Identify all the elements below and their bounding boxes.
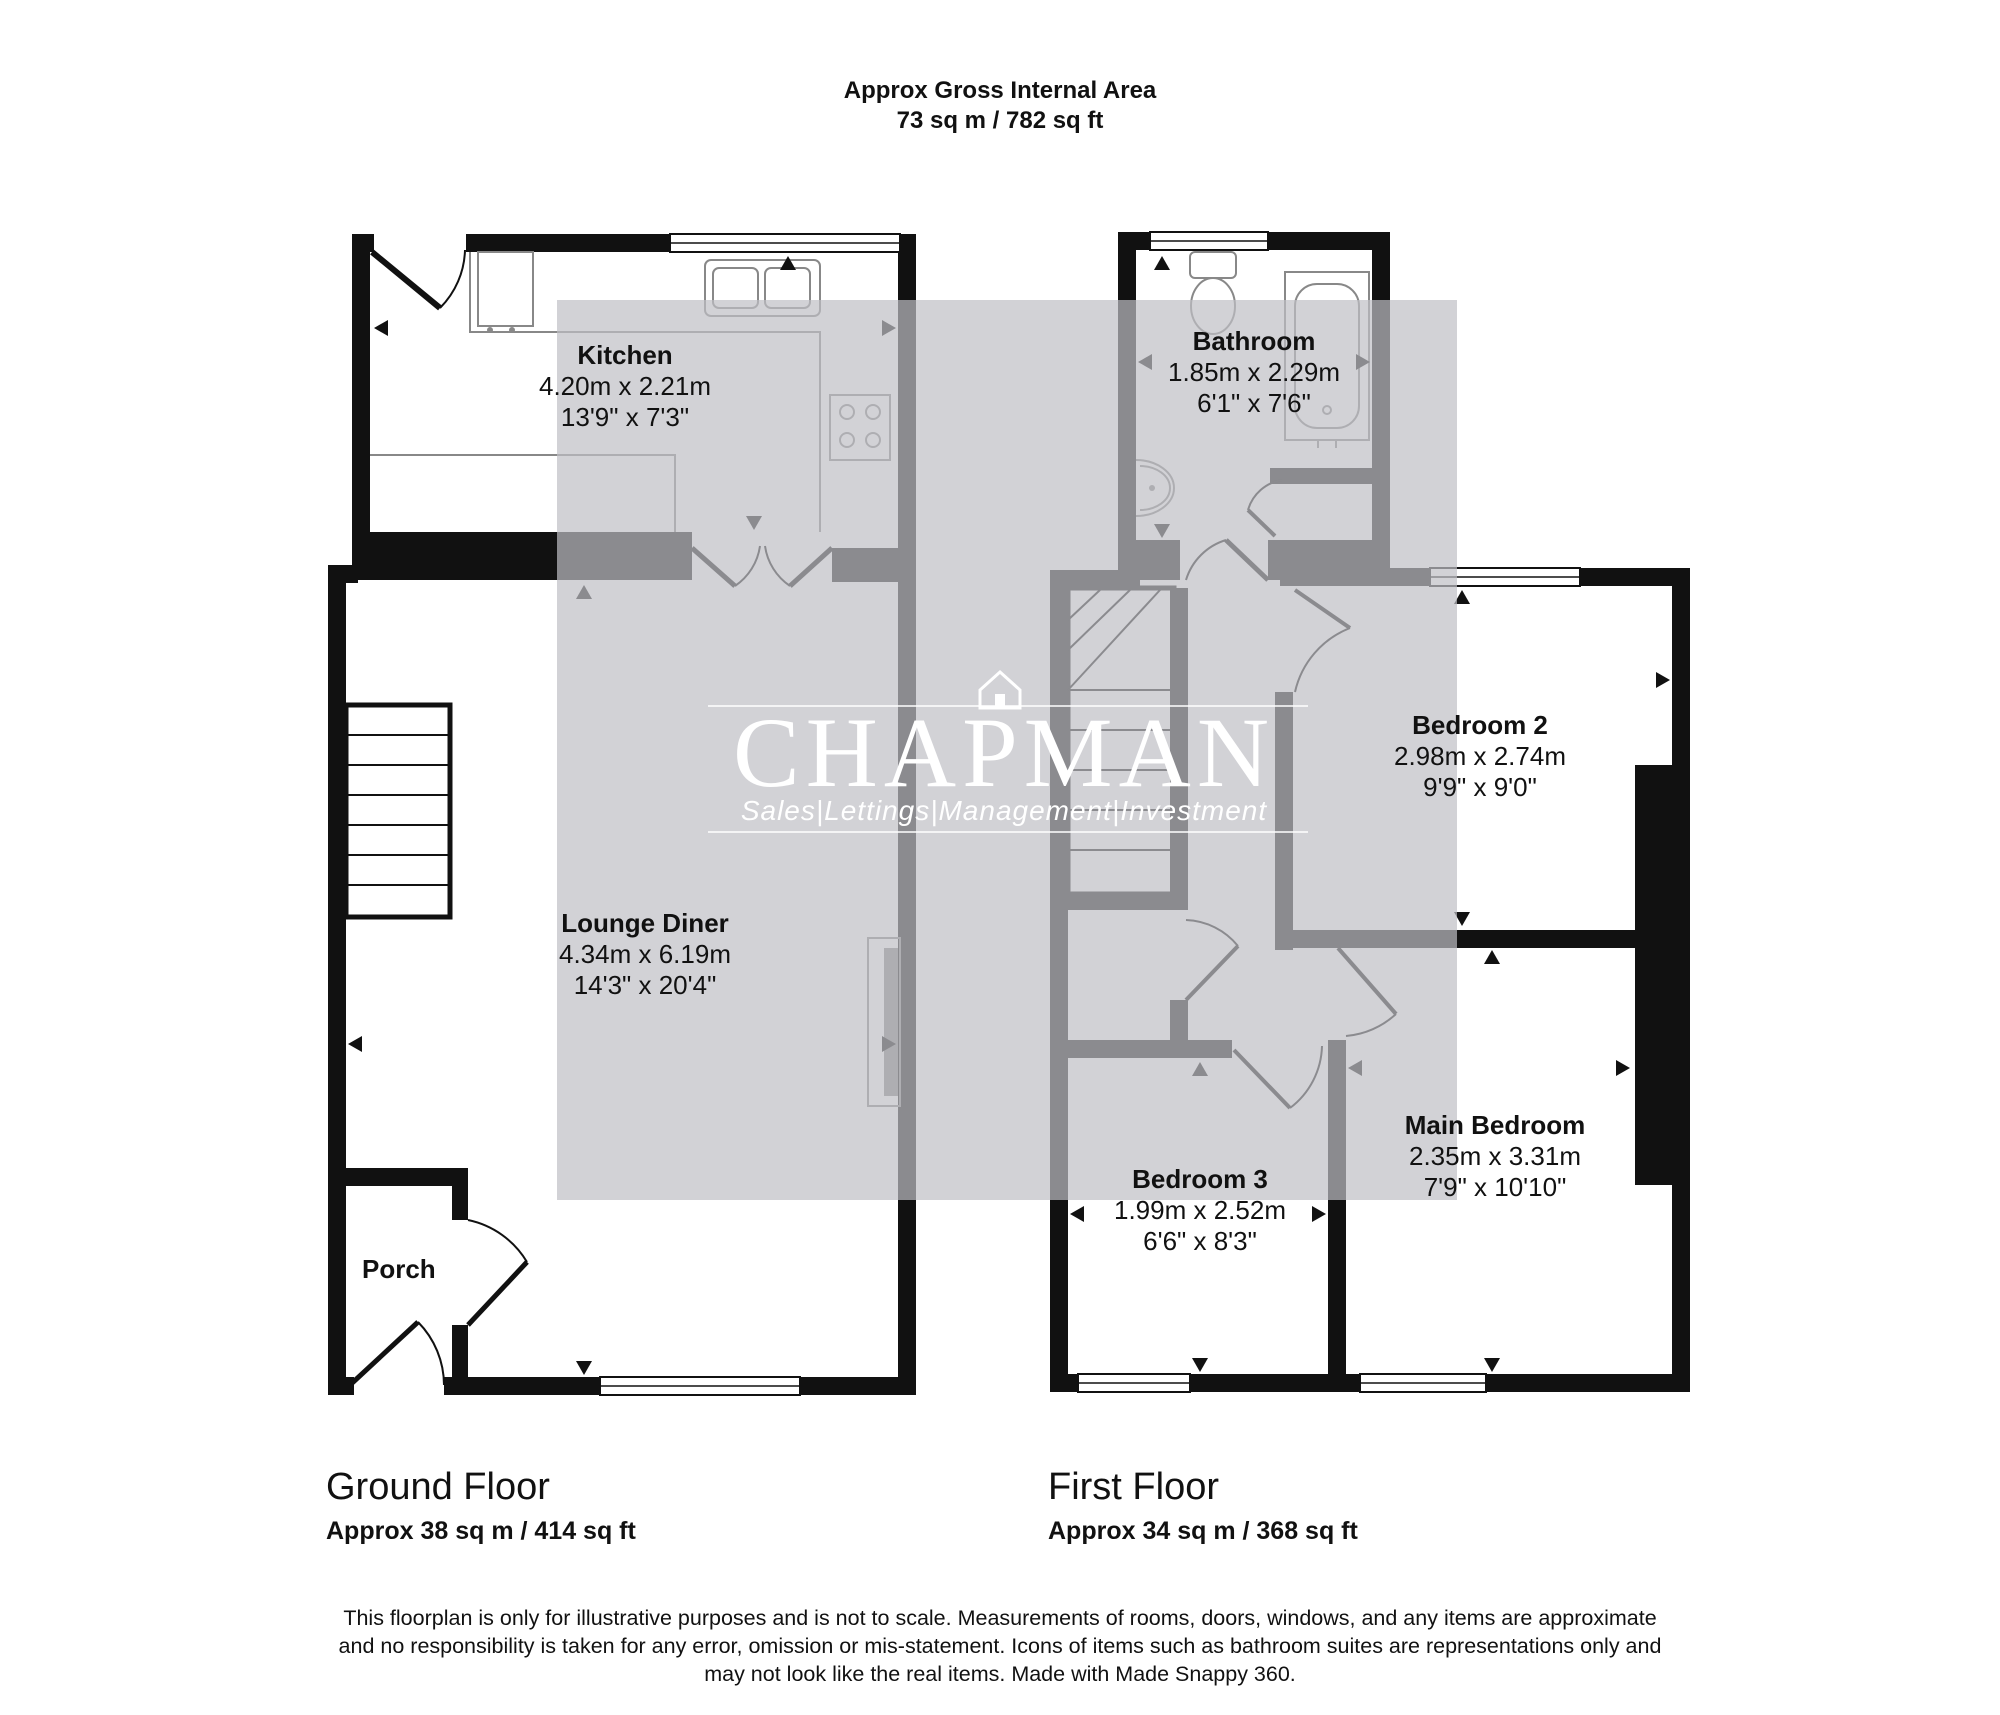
disclaimer-line-2: and no responsibility is taken for any e… [338,1634,1662,1658]
lounge-name: Lounge Diner [561,908,729,938]
first-floor-title: First Floor [1048,1466,1219,1508]
bedroom2-name: Bedroom 2 [1412,710,1548,740]
porch-name: Porch [362,1254,436,1284]
bedroom2-label: Bedroom 2 2.98m x 2.74m 9'9" x 9'0" [1350,710,1610,803]
kitchen-label: Kitchen 4.20m x 2.21m 13'9" x 7'3" [480,340,770,433]
ground-floor-title: Ground Floor [326,1466,550,1508]
watermark-overlay [557,300,1457,1200]
bedroom2-imperial: 9'9" x 9'0" [1423,772,1537,802]
bedroom2-chimney-breast [1635,765,1675,1185]
porch-wall-top [340,1168,468,1186]
porch-wall-right-top [452,1168,468,1220]
main-bedroom-name: Main Bedroom [1404,1110,1586,1140]
bedroom3-metric: 1.99m x 2.52m [1114,1195,1286,1225]
brand-house-icon [978,669,1022,710]
disclaimer-line-1: This floorplan is only for illustrative … [343,1606,1657,1630]
bedroom3-name: Bedroom 3 [1132,1164,1268,1194]
bathroom-imperial: 6'1" x 7'6" [1197,388,1311,418]
lounge-label: Lounge Diner 4.34m x 6.19m 14'3" x 20'4" [500,908,790,1001]
main-bedroom-label: Main Bedroom 2.35m x 3.31m 7'9" x 10'10" [1360,1110,1630,1203]
bedroom3-imperial: 6'6" x 8'3" [1143,1226,1257,1256]
disclaimer-line-3: may not look like the real items. Made w… [704,1662,1296,1686]
kitchen-imperial: 13'9" x 7'3" [560,402,690,432]
bathroom-metric: 1.85m x 2.29m [1168,357,1340,387]
porch-wall-right-bottom [452,1325,468,1395]
gross-area-value: 73 sq m / 782 sq ft [896,107,1104,134]
ground-floor-area: Approx 38 sq m / 414 sq ft [326,1517,636,1545]
bedroom2-metric: 2.98m x 2.74m [1394,741,1566,771]
ground-stairs-icon [343,702,453,920]
first-floor-caption: First Floor Approx 34 sq m / 368 sq ft [1048,1466,1358,1546]
watermark-tagline: Sales|Lettings|Management|Investment [741,795,1268,826]
lounge-wall-top-left [328,565,358,583]
ground-floor-caption: Ground Floor Approx 38 sq m / 414 sq ft [326,1466,636,1546]
kitchen-metric: 4.20m x 2.21m [539,371,711,401]
lounge-imperial: 14'3" x 20'4" [573,970,717,1000]
fridge-icon [477,251,534,327]
bedroom3-label: Bedroom 3 1.99m x 2.52m 6'6" x 8'3" [1080,1164,1320,1257]
bathroom-name: Bathroom [1192,326,1316,356]
first-floor-area: Approx 34 sq m / 368 sq ft [1048,1517,1358,1545]
gross-area-title: Approx Gross Internal Area [843,77,1157,104]
bathroom-label: Bathroom 1.85m x 2.29m 6'1" x 7'6" [1134,326,1374,419]
gross-area-heading: Approx Gross Internal Area 73 sq m / 782… [700,76,1300,136]
bedroom2-wall-right [1672,568,1690,1392]
lounge-wall-left [328,565,346,1395]
main-bedroom-imperial: 7'9" x 10'10" [1423,1172,1567,1202]
main-bedroom-metric: 2.35m x 3.31m [1409,1141,1581,1171]
kitchen-wall-left [352,234,370,568]
watermark-brand: CHAPMAN [733,697,1275,808]
kitchen-name: Kitchen [577,340,673,370]
lounge-metric: 4.34m x 6.19m [559,939,731,969]
disclaimer: This floorplan is only for illustrative … [100,1604,1900,1688]
kitchen-wall-top-left-stub [352,234,374,252]
